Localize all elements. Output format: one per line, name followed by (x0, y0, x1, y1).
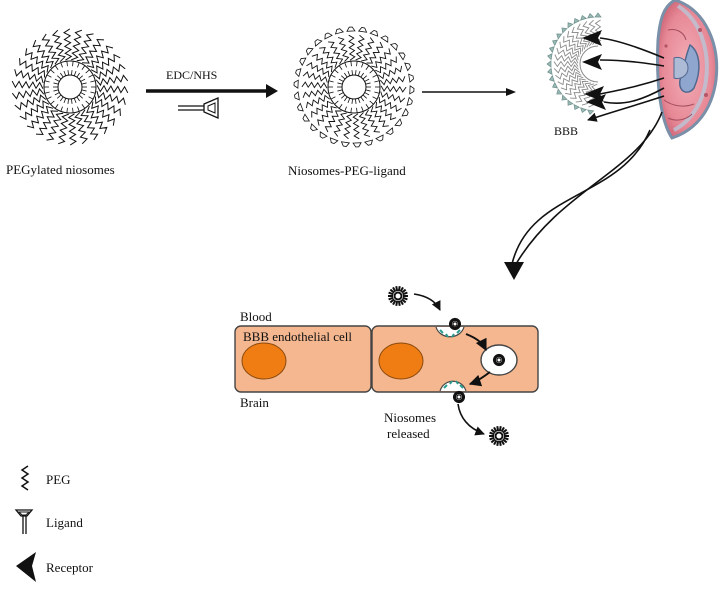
peg-icon (20, 465, 30, 491)
nucleus-right (378, 342, 424, 380)
label-niosomes-released-2: released (387, 426, 430, 441)
circulation-arrows (511, 111, 663, 265)
small-niosomes (388, 285, 509, 447)
legend-label-peg: PEG (46, 472, 71, 487)
ligand-symbol (178, 97, 219, 119)
receptor-icon (16, 552, 36, 582)
brain-section (656, 0, 719, 140)
label-niosomes-released-1: Niosomes (384, 410, 436, 425)
label-blood: Blood (240, 309, 272, 324)
niosome-peg-ligand (293, 26, 415, 148)
label-pegylated-niosomes: PEGylated niosomes (6, 162, 115, 177)
label-bbb: BBB (554, 124, 579, 138)
legend-label-ligand: Ligand (46, 515, 83, 530)
label-niosomes-peg-ligand: Niosomes-PEG-ligand (288, 163, 406, 178)
pegylated-niosome (11, 28, 129, 146)
transport-arrow (422, 88, 516, 96)
receptor-heads (582, 30, 606, 110)
endothelial-cells (234, 325, 539, 393)
conjugation-arrow (146, 84, 278, 98)
label-brain: Brain (240, 395, 269, 410)
label-bbb-endothelial-cell: BBB endothelial cell (243, 329, 353, 344)
legend-label-receptor: Receptor (46, 560, 93, 575)
nucleus-left (241, 342, 287, 380)
label-edc-nhs: EDC/NHS (166, 68, 218, 82)
circulation-arrowhead (504, 262, 524, 280)
receptor-binding-arrows (587, 37, 665, 122)
ligand-icon (14, 509, 34, 534)
